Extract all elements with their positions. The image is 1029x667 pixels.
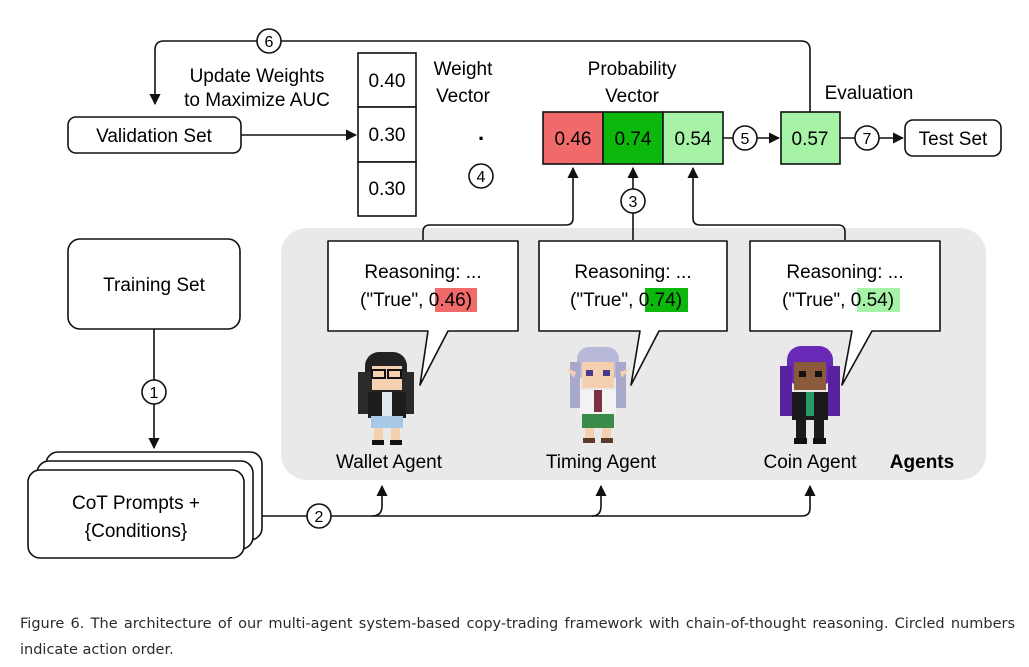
caption-text: The architecture of our multi-agent syst…	[20, 616, 1016, 658]
wallet-agent-avatar	[358, 352, 414, 445]
probability-0: 0.46	[555, 129, 592, 150]
probability-vector-title: Probability	[588, 59, 677, 80]
weight-vector-title: Weight	[434, 59, 494, 80]
weight-0: 0.40	[369, 71, 406, 92]
svg-text:1: 1	[150, 385, 159, 402]
step-1-badge: 1	[141, 379, 167, 405]
caption-label: Figure 6.	[20, 616, 85, 632]
step-5-badge: 5	[732, 125, 758, 151]
test-set-label: Test Set	[919, 129, 988, 150]
svg-text:Reasoning: ...: Reasoning: ...	[574, 262, 691, 283]
validation-set-label: Validation Set	[96, 126, 213, 147]
svg-text:7: 7	[863, 131, 872, 148]
wallet-to-prob-arrow	[422, 166, 579, 240]
svg-text:3: 3	[629, 194, 638, 211]
coin-to-prob-arrow	[687, 166, 846, 240]
coin-agent-label: Coin Agent	[764, 452, 858, 473]
svg-text:6: 6	[265, 34, 274, 51]
timing-value-highlight	[645, 288, 688, 312]
svg-text:5: 5	[741, 131, 750, 148]
wallet-agent-label: Wallet Agent	[336, 452, 443, 473]
training-set-label: Training Set	[103, 275, 205, 296]
svg-text:("True", 0.54): ("True", 0.54)	[782, 290, 894, 311]
step-6-badge: 6	[256, 28, 282, 54]
probability-vector-title-2: Vector	[605, 86, 660, 107]
step-3-badge: 3	[620, 188, 646, 214]
weight-1: 0.30	[369, 125, 406, 146]
weight-vector-title-2: Vector	[436, 86, 491, 107]
agents-group-label: Agents	[890, 452, 954, 473]
timing-agent-avatar	[566, 347, 630, 443]
timing-agent-label: Timing Agent	[546, 452, 657, 473]
svg-text:Reasoning: ...: Reasoning: ...	[786, 262, 903, 283]
probability-1: 0.74	[615, 129, 652, 150]
evaluation-box	[780, 111, 841, 165]
figure-caption: Figure 6. The architecture of our multi-…	[20, 611, 1015, 663]
wallet-value-highlight	[435, 288, 477, 312]
dot-product: .	[478, 120, 484, 145]
coin-agent-avatar	[780, 346, 840, 444]
probability-vector: 0.46 0.74 0.54	[542, 111, 724, 165]
svg-text:Reasoning: ...: Reasoning: ...	[364, 262, 481, 283]
cot-prompts-stack: CoT Prompts + {Conditions}	[27, 451, 263, 559]
svg-text:2: 2	[315, 509, 324, 526]
architecture-diagram: 6 Update Weights to Maximize AUC Validat…	[27, 28, 1002, 559]
maximize-auc-label: to Maximize AUC	[184, 90, 330, 111]
svg-text:("True", 0.74): ("True", 0.74)	[570, 290, 682, 311]
wallet-agent-bubble: Reasoning: ... ("True", 0.46)	[327, 240, 519, 386]
step-7-badge: 7	[854, 125, 880, 151]
test-set-box	[904, 119, 1002, 157]
coin-value-highlight	[857, 288, 900, 312]
prompts-to-agents-arrows	[262, 484, 816, 517]
loop-arrow	[149, 40, 811, 112]
cot-prompts-line1: CoT Prompts +	[72, 493, 200, 514]
svg-text:4: 4	[477, 169, 486, 186]
step-2-badge: 2	[306, 503, 332, 529]
evaluation-value: 0.57	[792, 129, 829, 150]
evaluation-title: Evaluation	[825, 83, 914, 104]
weight-2: 0.30	[369, 179, 406, 200]
probability-2: 0.54	[675, 129, 712, 150]
svg-text:("True", 0.46): ("True", 0.46)	[360, 290, 472, 311]
weight-vector: 0.40 0.30 0.30	[357, 52, 417, 217]
update-weights-label: Update Weights	[190, 66, 325, 87]
cot-prompts-line2: {Conditions}	[85, 521, 187, 542]
timing-agent-bubble: Reasoning: ... ("True", 0.74)	[538, 240, 728, 386]
coin-agent-bubble: Reasoning: ... ("True", 0.54)	[749, 240, 941, 386]
step-4-badge: 4	[468, 163, 494, 189]
